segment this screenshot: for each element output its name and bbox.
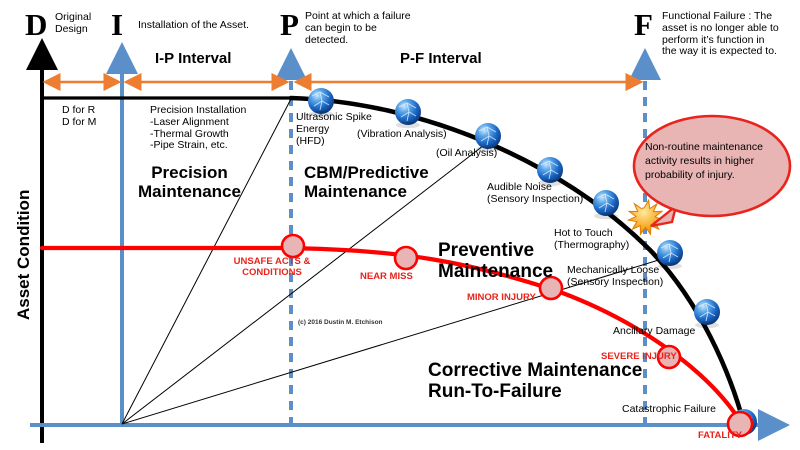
- marker-letter-D: D: [25, 7, 48, 42]
- precision-install-bullets: Precision Installation -Laser Alignment …: [150, 104, 247, 152]
- y-axis-label: Asset Condition: [14, 189, 33, 320]
- zone-heading-preventive: Preventive Maintenance: [438, 240, 554, 283]
- marker-desc-I: Installation of the Asset.: [138, 19, 249, 31]
- marker-desc-D: Original Design: [55, 11, 92, 35]
- design-notes: D for R D for M: [62, 104, 97, 128]
- marker-letter-P: P: [280, 7, 299, 42]
- marker-letter-F: F: [634, 7, 653, 42]
- node-label-oil: (Oil Analysis): [436, 147, 498, 159]
- interval-label-pf: P-F Interval: [400, 50, 482, 67]
- safety-node-group: [280, 233, 754, 438]
- zone-heading-precision: Precision Maintenance: [138, 163, 241, 202]
- node-label-hot-touch: Hot to Touch (Thermography): [554, 227, 630, 251]
- safety-label-unsafe-acts: UNSAFE ACTS & CONDITIONS: [233, 256, 311, 278]
- zone-heading-cbm: CBM/Predictive Maintenance: [304, 163, 429, 202]
- node-label-ancillary: Ancillary Damage: [613, 325, 696, 337]
- fan-lines: [121, 96, 676, 425]
- callout-bubble: [632, 114, 792, 228]
- network-sphere-icon-group: [308, 88, 757, 435]
- zone-heading-corrective: Corrective Maintenance Run-To-Failure: [428, 360, 643, 403]
- node-label-ultrasonic: Ultrasonic Spike Energy (HFD): [296, 111, 372, 147]
- safety-label-minor-injury: MINOR INJURY: [467, 292, 536, 303]
- interval-label-ip: I-P Interval: [155, 50, 232, 67]
- safety-label-severe-injury: SEVERE INJURY: [601, 351, 677, 362]
- callout-text: Non-routine maintenance activity results…: [645, 141, 763, 182]
- node-label-audible: Audible Noise (Sensory Inspection): [487, 181, 584, 205]
- node-label-vibration: (Vibration Analysis): [357, 128, 447, 140]
- node-label-catastrophic: Catastrophic Failure: [622, 403, 716, 415]
- marker-desc-P: Point at which a failure can begin to be…: [305, 10, 411, 46]
- copyright-notice: (c) 2016 Dustin M. Etchison: [298, 319, 383, 326]
- safety-label-near-miss: NEAR MISS: [360, 271, 413, 282]
- marker-desc-F: Functional Failure : The asset is no lon…: [662, 10, 779, 58]
- safety-label-fatality: FATALITY: [698, 430, 742, 441]
- marker-letter-I: I: [111, 7, 124, 42]
- node-label-mech-loose: Mechanically Loose (Sensory Inspection): [567, 264, 664, 288]
